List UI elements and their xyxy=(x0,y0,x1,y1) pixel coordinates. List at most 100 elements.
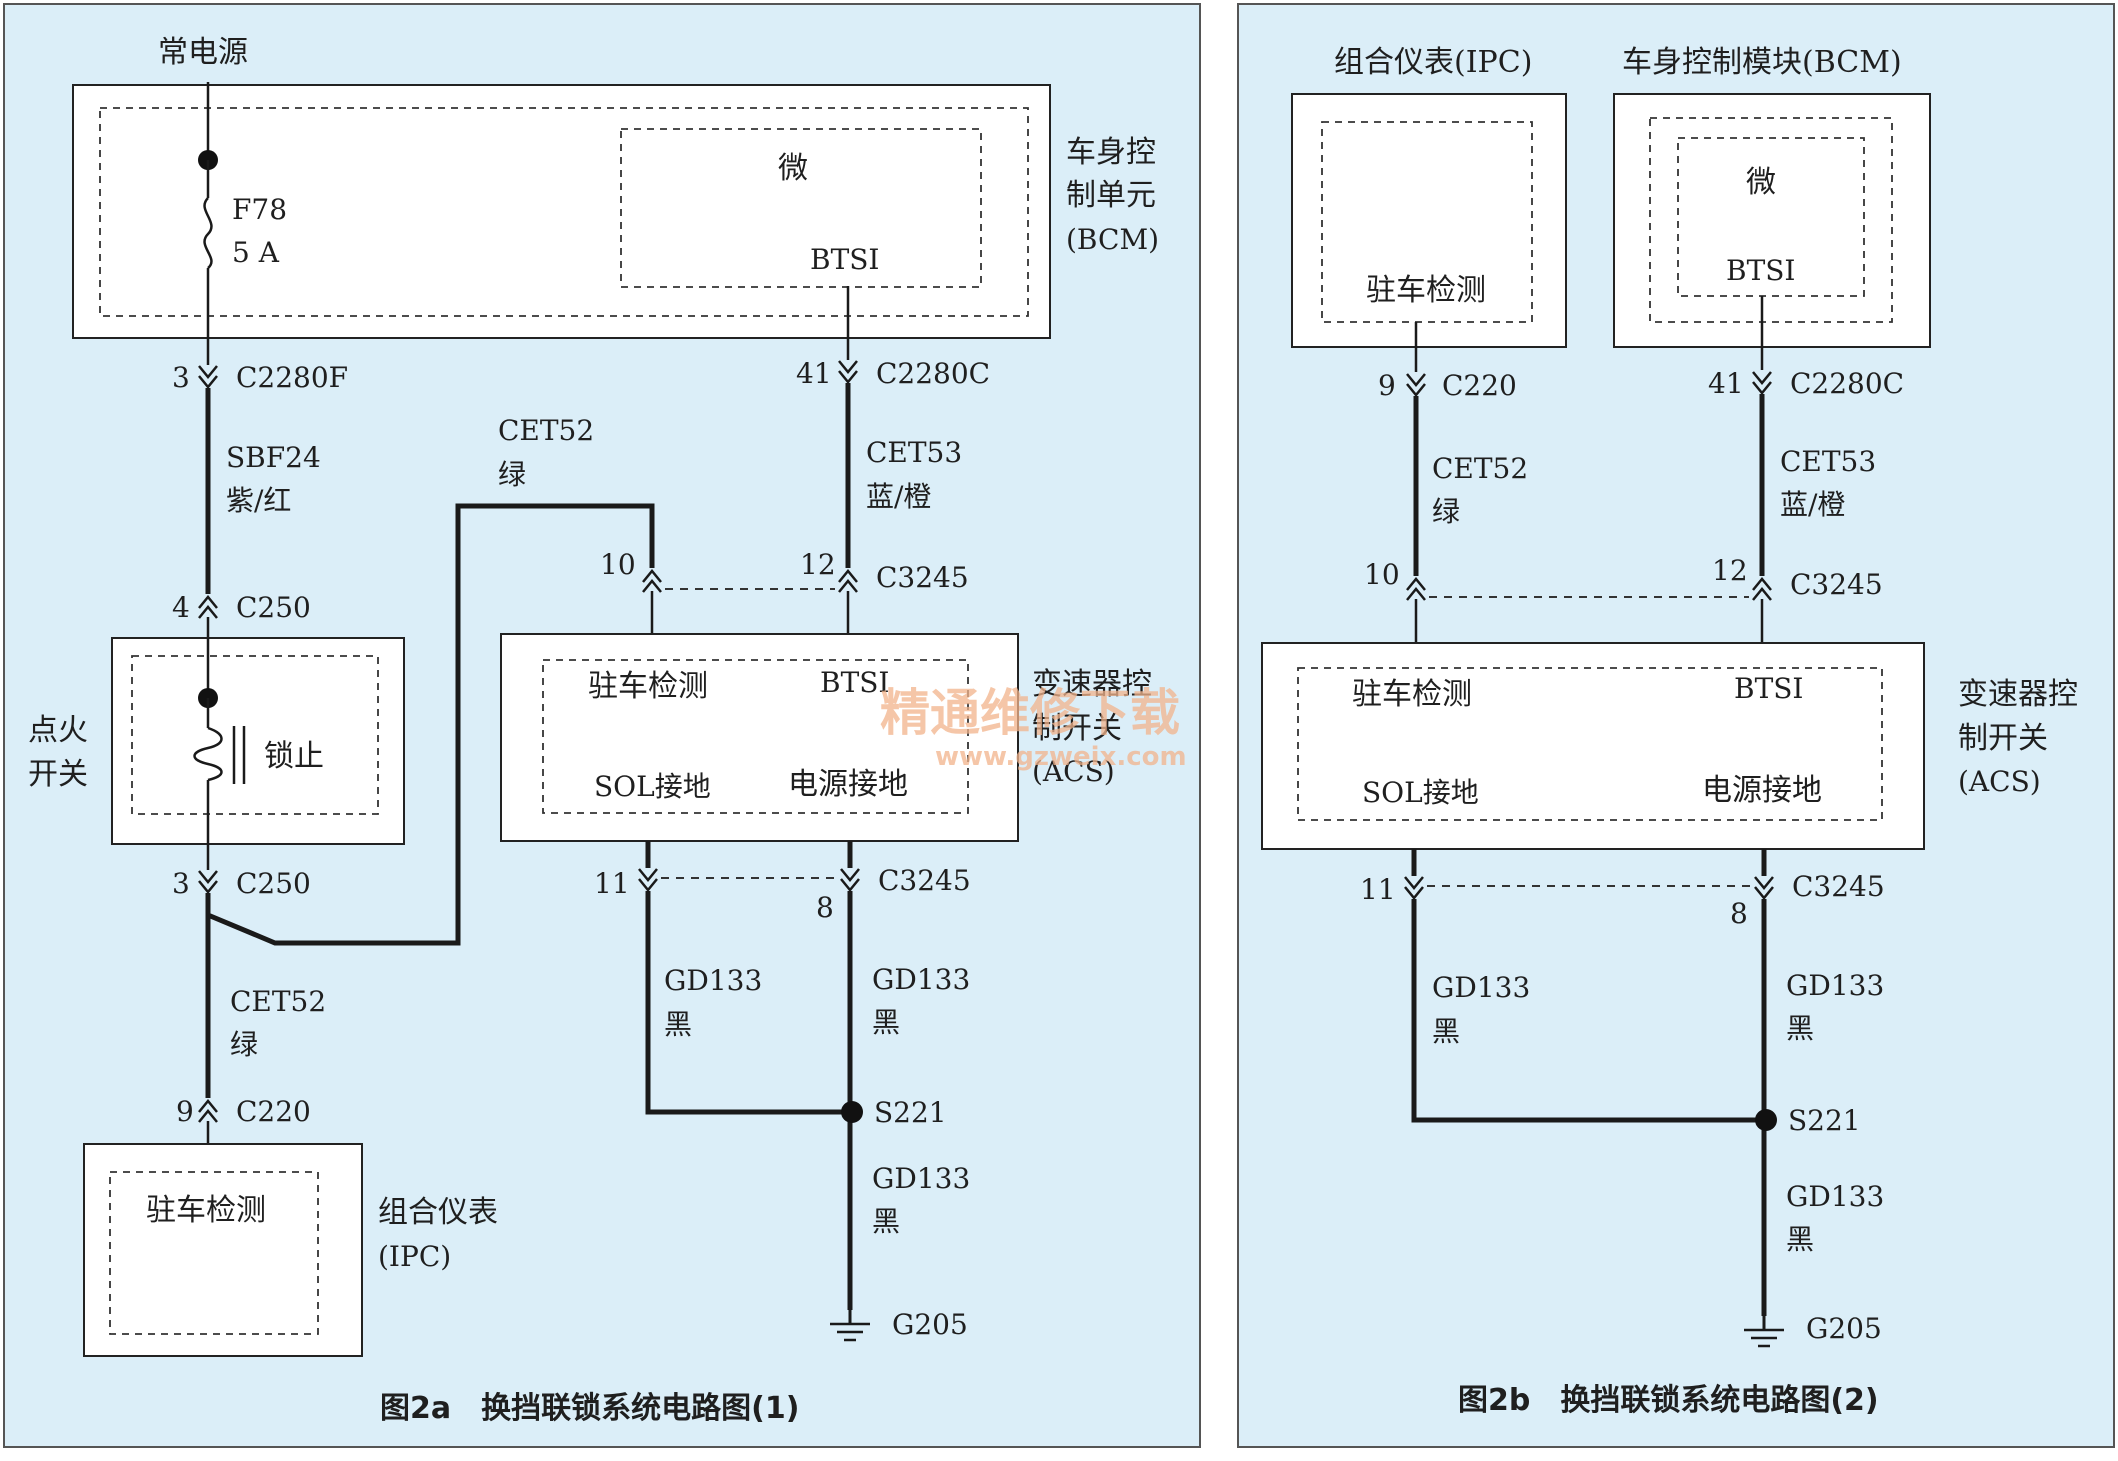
b-acs-sol-ground: SOL接地 xyxy=(1362,776,1479,809)
ipc-module-box xyxy=(83,1143,363,1357)
b-bcm-outer-dashed xyxy=(1649,117,1893,323)
b-gd133-right-color: 黑 xyxy=(1786,1012,1814,1045)
c2280f-pin: 3 xyxy=(172,361,190,394)
acs-inner-dashed xyxy=(542,659,969,814)
ignition-inner-dashed xyxy=(131,655,379,815)
c3245-bottom-pin-right: 8 xyxy=(816,891,834,924)
ignition-lock-label: 锁止 xyxy=(264,739,324,774)
acs-btsi: BTSI xyxy=(820,666,890,699)
ipc-park-detect: 驻车检测 xyxy=(146,1193,266,1228)
ignition-switch-box xyxy=(111,637,405,845)
gd133-low-circuit: GD133 xyxy=(872,1162,970,1195)
b-ipc-title: 组合仪表(IPC) xyxy=(1334,45,1532,80)
b-c220-name: C220 xyxy=(1442,369,1517,402)
sbf24-circuit: SBF24 xyxy=(226,441,321,474)
wire-gd133-left xyxy=(645,891,852,1115)
c250-bottom-name: C250 xyxy=(236,867,311,900)
figure-2a-caption: 图2a 换挡联锁系统电路图(1) xyxy=(380,1391,799,1426)
b-bcm-module-box xyxy=(1613,93,1931,348)
splice-s221-label: S221 xyxy=(874,1096,947,1129)
sbf24-color: 紫/红 xyxy=(226,484,291,517)
b-c3245-bottom-pin-left: 11 xyxy=(1360,873,1396,906)
b-bcm-micro: 微 xyxy=(1746,165,1776,200)
ipc-inner-dashed xyxy=(109,1171,319,1335)
bcm-name-line2: 制单元 xyxy=(1066,178,1156,213)
c3245-top-name: C3245 xyxy=(876,561,969,594)
b-splice-s221-node xyxy=(1755,1109,1777,1131)
b-c2280c-name: C2280C xyxy=(1790,367,1904,400)
b-cet53-color: 蓝/橙 xyxy=(1780,488,1845,521)
b-c3245-top-name: C3245 xyxy=(1790,568,1883,601)
b-acs-module-box xyxy=(1261,642,1925,850)
watermark-url: www.gzweix.com xyxy=(935,742,1187,772)
c3245-top-pin-left: 10 xyxy=(600,548,636,581)
cet53-color: 蓝/橙 xyxy=(866,480,931,513)
ground-g205-label: G205 xyxy=(892,1308,968,1341)
b-acs-park-detect: 驻车检测 xyxy=(1352,677,1472,712)
fuse-rating: 5 A xyxy=(232,236,280,269)
cet52-top-circuit: CET52 xyxy=(498,414,594,447)
b-cet52-circuit: CET52 xyxy=(1432,452,1528,485)
b-c3245-top-pin-left: 10 xyxy=(1364,558,1400,591)
b-acs-name-line3: (ACS) xyxy=(1958,765,2041,798)
b-ipc-inner-dashed xyxy=(1321,121,1533,323)
c2280c-pin: 41 xyxy=(796,357,832,390)
ipc-name-line1: 组合仪表 xyxy=(378,1195,498,1230)
fuse-symbol xyxy=(203,197,213,269)
ignition-label-line1: 点火 xyxy=(28,713,88,748)
b-c3245-bottom-name: C3245 xyxy=(1792,870,1885,903)
cet52-bottom-circuit: CET52 xyxy=(230,985,326,1018)
c3245-bottom-pin-left: 11 xyxy=(594,867,630,900)
b-gd133-left-color: 黑 xyxy=(1432,1015,1460,1048)
b-cet52-color: 绿 xyxy=(1432,495,1460,528)
b-acs-power-ground: 电源接地 xyxy=(1702,773,1822,808)
watermark-title: 精通维修下载 xyxy=(880,684,1180,742)
cet52-bottom-color: 绿 xyxy=(230,1028,258,1061)
ignition-coil-icon xyxy=(193,726,223,782)
gd133-right-circuit: GD133 xyxy=(872,963,970,996)
c3245-top-pin-right: 12 xyxy=(800,548,836,581)
c3245-bottom-name: C3245 xyxy=(878,864,971,897)
cet53-circuit: CET53 xyxy=(866,436,962,469)
b-c2280c-pin: 41 xyxy=(1708,367,1744,400)
power-source-label: 常电源 xyxy=(158,35,248,70)
b-ipc-module-box xyxy=(1291,93,1567,348)
bcm-name-line1: 车身控 xyxy=(1066,135,1156,170)
b-ground-g205-label: G205 xyxy=(1806,1312,1882,1345)
b-bcm-title: 车身控制模块(BCM) xyxy=(1622,45,1902,80)
bcm-inner-dashed xyxy=(99,107,1029,317)
b-cet53-circuit: CET53 xyxy=(1780,445,1876,478)
cet52-top-color: 绿 xyxy=(498,458,526,491)
b-acs-name-line2: 制开关 xyxy=(1958,721,2048,756)
bcm-module-box xyxy=(72,84,1051,339)
fuse-id: F78 xyxy=(232,193,287,226)
ignition-label-line2: 开关 xyxy=(28,757,88,792)
c220-pin: 9 xyxy=(176,1095,194,1128)
b-splice-s221-label: S221 xyxy=(1788,1104,1861,1137)
c250-top-pin: 4 xyxy=(172,591,190,624)
b-gd133-left-circuit: GD133 xyxy=(1432,971,1530,1004)
c250-top-name: C250 xyxy=(236,591,311,624)
acs-park-detect: 驻车检测 xyxy=(588,669,708,704)
bcm-name-line3: (BCM) xyxy=(1066,223,1159,256)
bcm-micro-label: 微 xyxy=(778,151,808,186)
acs-sol-ground: SOL接地 xyxy=(594,770,711,803)
acs-power-ground: 电源接地 xyxy=(788,767,908,802)
b-gd133-right-circuit: GD133 xyxy=(1786,969,1884,1002)
b-acs-inner-dashed xyxy=(1297,667,1883,821)
b-ipc-park-detect: 驻车检测 xyxy=(1366,273,1486,308)
acs-name-line2: 制开关 xyxy=(1032,711,1122,746)
b-c220-pin: 9 xyxy=(1378,369,1396,402)
gd133-right-color: 黑 xyxy=(872,1006,900,1039)
figure-2b-caption: 图2b 换挡联锁系统电路图(2) xyxy=(1458,1383,1879,1418)
splice-s221-node xyxy=(841,1101,863,1123)
acs-name-line3: (ACS) xyxy=(1032,755,1115,788)
b-gd133-low-color: 黑 xyxy=(1786,1223,1814,1256)
gd133-left-color: 黑 xyxy=(664,1008,692,1041)
gd133-low-color: 黑 xyxy=(872,1205,900,1238)
b-bcm-btsi: BTSI xyxy=(1726,254,1796,287)
ipc-name-line2: (IPC) xyxy=(378,1240,451,1273)
gd133-left-circuit: GD133 xyxy=(664,964,762,997)
b-acs-btsi: BTSI xyxy=(1734,672,1804,705)
